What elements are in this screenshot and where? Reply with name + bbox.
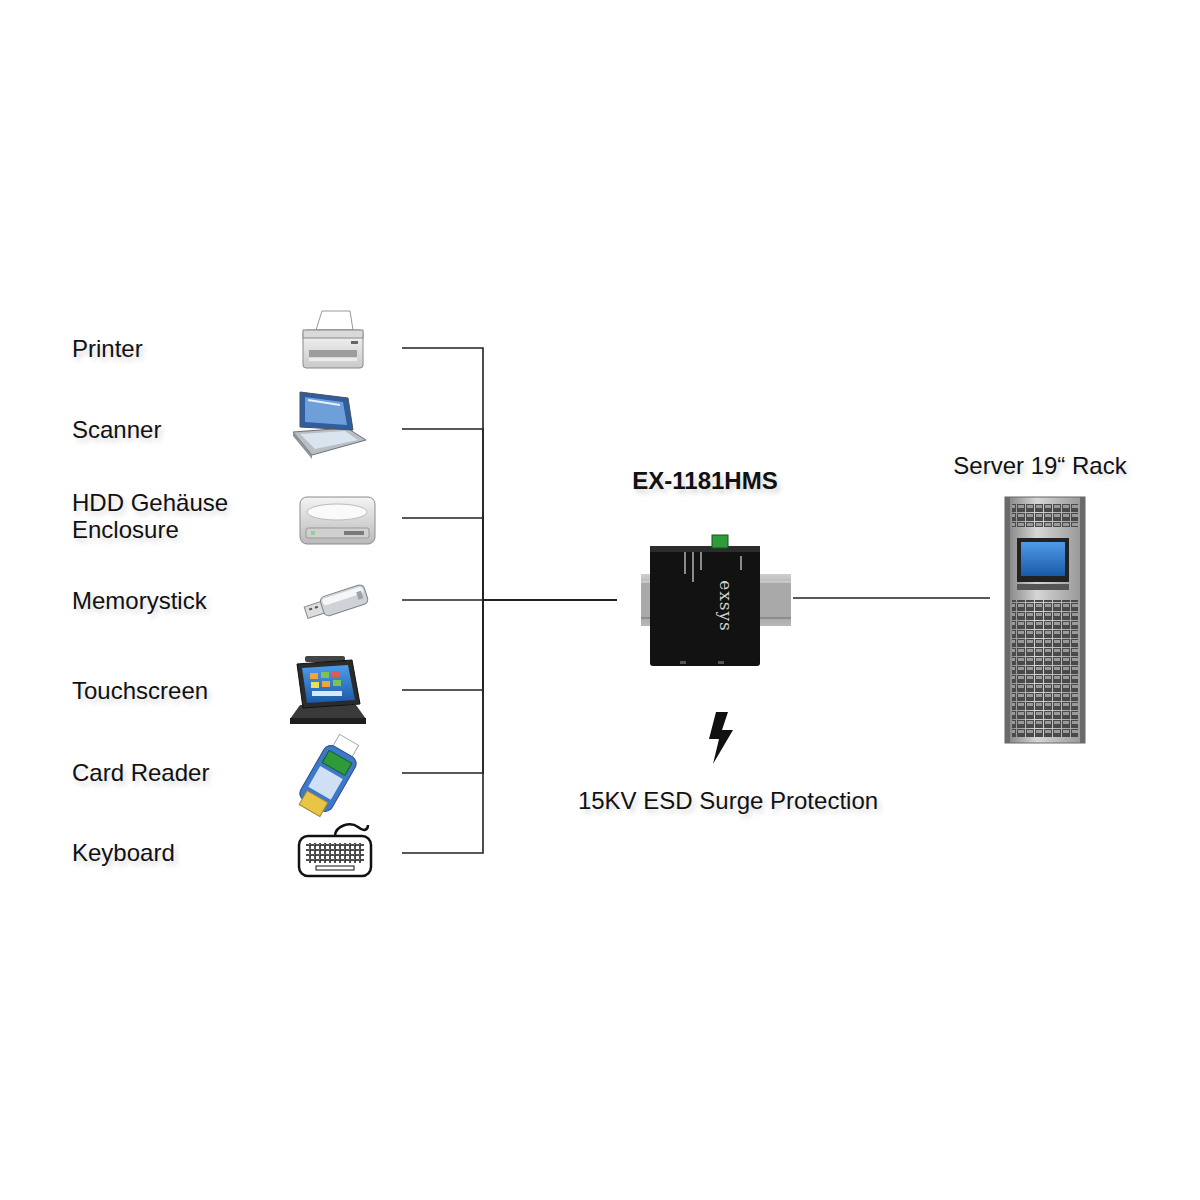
din-rail-converter-illustration-part <box>684 552 686 574</box>
brand-logo: exsys <box>717 580 735 632</box>
touchscreen-icon-part <box>290 705 366 719</box>
peripheral-node: Touchscreen <box>62 655 402 725</box>
connector-line <box>793 597 990 599</box>
keyboard-icon-part <box>299 836 371 876</box>
memorystick-icon-part <box>322 586 364 606</box>
connector-line <box>402 429 617 600</box>
din-rail-converter-illustration <box>641 535 791 666</box>
hdd-enclosure-icon-part <box>344 531 364 535</box>
printer-icon-part <box>351 341 358 344</box>
server-rack-illustration-part <box>1012 600 1078 737</box>
touchscreen-icon-part <box>297 660 360 708</box>
server-rack-illustration-part <box>1012 503 1078 527</box>
din-rail-converter-illustration-part <box>692 552 694 582</box>
protection-note: 15KV ESD Surge Protection <box>578 787 878 814</box>
peripheral-node: HDD Gehäuse Enclosure <box>62 481 402 551</box>
touchscreen-icon-part <box>302 665 355 703</box>
peripheral-label: Touchscreen <box>72 677 208 704</box>
keyboard-icon-part <box>316 866 354 870</box>
printer-icon-part <box>309 358 357 361</box>
printer-icon-part <box>303 330 363 338</box>
peripheral-label: Keyboard <box>72 839 175 866</box>
printer-icon-part <box>316 311 353 330</box>
memorystick-icon-part <box>315 606 318 609</box>
server-label: Server 19“ Rack <box>930 452 1150 479</box>
touchscreen-icon-part <box>290 718 366 724</box>
peripheral-label: Memorystick <box>72 587 207 614</box>
printer-icon-part <box>309 350 357 357</box>
hdd-enclosure-icon-part <box>306 528 369 538</box>
peripheral-node: Printer <box>62 313 402 383</box>
hdd-enclosure-icon <box>300 497 375 544</box>
memorystick-icon <box>303 584 369 622</box>
scanner-icon-part <box>308 400 340 405</box>
memorystick-icon-part <box>309 608 312 611</box>
peripheral-node: Memorystick <box>62 565 402 635</box>
connector-line <box>402 518 617 600</box>
scanner-icon-part <box>293 428 366 455</box>
server-rack-illustration <box>1005 497 1085 743</box>
server-node: Server 19“ Rack <box>990 450 1090 750</box>
memorystick-icon-part <box>356 591 363 600</box>
printer-icon-part <box>303 330 363 368</box>
touchscreen-icon-part <box>322 681 330 687</box>
server-rack-illustration-part <box>1017 538 1069 582</box>
keyboard-icon-part <box>335 824 368 836</box>
touchscreen-icon-part <box>311 682 319 688</box>
keyboard-icon-part <box>306 843 364 863</box>
scanner-icon-part <box>300 392 353 430</box>
din-rail-converter-illustration-part <box>712 535 728 548</box>
keyboard-icon <box>299 824 371 876</box>
connector-line <box>402 600 617 853</box>
server-rack-illustration-part <box>1080 497 1085 743</box>
touchscreen-icon-part <box>312 691 342 696</box>
peripheral-node: Keyboard <box>62 817 402 887</box>
scanner-icon-part <box>305 397 347 425</box>
printer-icon <box>303 311 363 368</box>
din-rail-converter-illustration-part <box>740 556 742 570</box>
peripheral-label: Card Reader <box>72 759 209 786</box>
peripheral-node: Card Reader <box>62 737 402 807</box>
din-rail-converter-illustration-part <box>718 661 724 664</box>
touchscreen-icon-part <box>310 673 318 679</box>
peripheral-node: Scanner <box>62 394 402 464</box>
touchscreen-icon <box>290 656 366 724</box>
din-rail-converter-illustration-part <box>700 552 702 570</box>
hdd-enclosure-icon-part <box>307 504 367 520</box>
memorystick-icon-part <box>319 584 369 617</box>
peripheral-label: Printer <box>72 335 143 362</box>
peripheral-label: Scanner <box>72 416 161 443</box>
converter-label: EX-1181HMS <box>617 467 793 494</box>
connector-line <box>402 600 617 773</box>
lightning-symbol-part <box>709 712 733 764</box>
server-rack-illustration-part <box>1017 584 1069 590</box>
server-rack-illustration-part <box>1005 497 1085 743</box>
din-rail-converter-illustration-part <box>680 661 686 664</box>
din-rail-converter-illustration-part <box>650 546 760 666</box>
hdd-enclosure-icon-part <box>311 531 315 535</box>
din-rail-converter-illustration-part <box>650 546 760 552</box>
touchscreen-icon-part <box>333 680 341 686</box>
scanner-icon-part <box>300 431 358 449</box>
hdd-enclosure-icon-part <box>300 497 375 544</box>
peripheral-label: HDD Gehäuse Enclosure <box>72 489 272 543</box>
connector-line <box>402 348 617 600</box>
scanner-icon <box>293 392 366 459</box>
connector-line <box>402 600 617 690</box>
connector-line <box>402 599 617 601</box>
server-rack-illustration-part <box>1005 497 1010 743</box>
card-reader-icon-part <box>299 791 328 817</box>
touchscreen-icon-part <box>321 672 329 678</box>
lightning-symbol <box>709 712 733 764</box>
converter-node: EX-1181HMS <box>617 460 793 670</box>
card-reader-icon <box>294 731 366 819</box>
touchscreen-icon-part <box>332 671 340 677</box>
server-rack-illustration-part <box>1021 542 1065 576</box>
